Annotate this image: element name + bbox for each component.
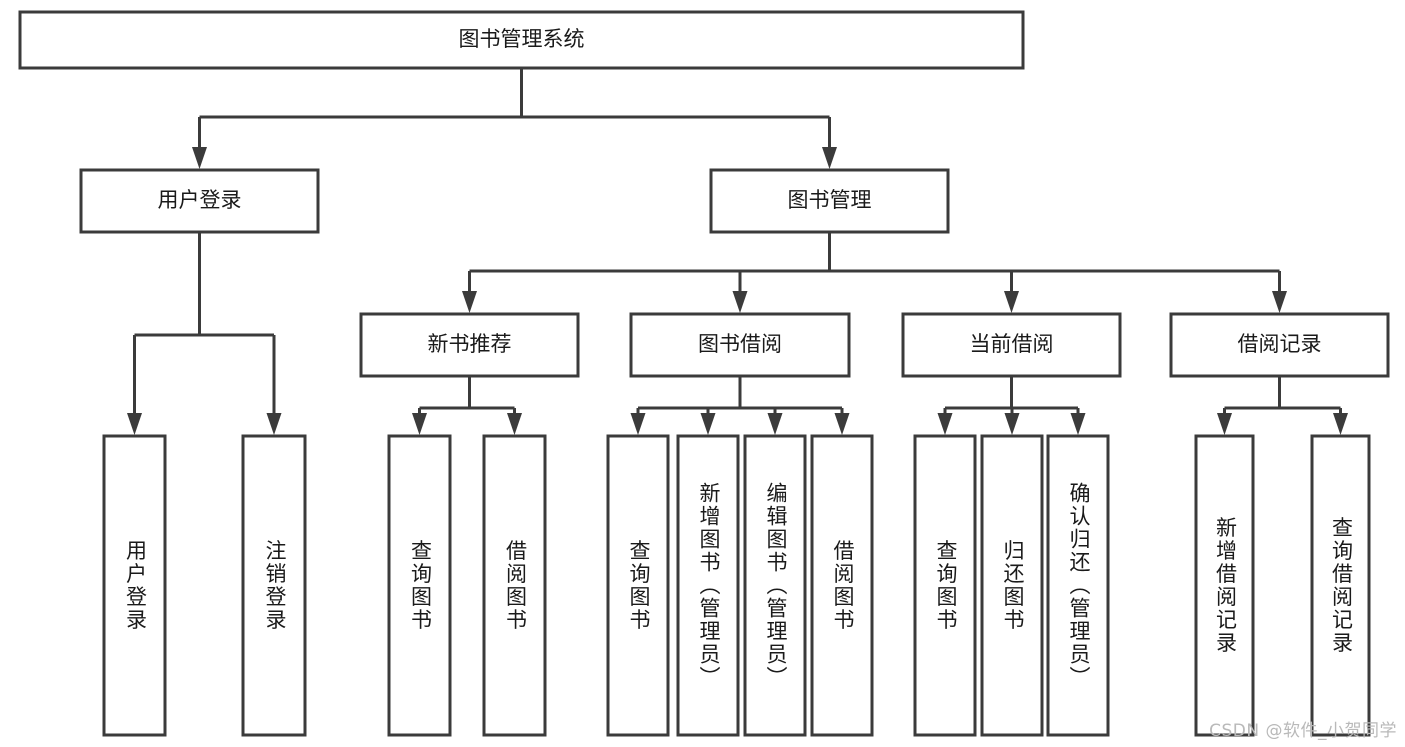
node-box[interactable]	[629, 312, 851, 378]
node-box[interactable]	[676, 434, 740, 737]
node-leaf-confirm-return[interactable]: 确认归还（管理员）	[1046, 434, 1110, 737]
connector-group-current_borrow	[937, 376, 1086, 435]
arrow-head-icon	[732, 291, 748, 313]
node-label: 借阅记录	[1238, 332, 1322, 356]
arrow-head-icon	[834, 413, 850, 435]
connector-group-root	[192, 68, 837, 169]
node-box[interactable]	[980, 434, 1044, 737]
node-leaf-query-book-2[interactable]: 查询图书	[606, 434, 670, 737]
node-box[interactable]	[241, 434, 307, 737]
node-label: 用户登录	[158, 188, 242, 212]
arrow-head-icon	[507, 413, 522, 435]
connector-group-borrow_record	[1217, 376, 1348, 435]
connectors-layer	[127, 68, 1348, 435]
node-box[interactable]	[79, 168, 320, 234]
node-book-borrow[interactable]: 图书借阅	[629, 312, 851, 378]
node-leaf-query-record[interactable]: 查询借阅记录	[1310, 434, 1371, 737]
node-label: 图书管理系统	[459, 27, 585, 51]
connector-group-new_book_rec	[412, 376, 522, 435]
arrow-head-icon	[1217, 413, 1232, 435]
arrow-head-icon	[412, 413, 427, 435]
node-box[interactable]	[387, 434, 452, 737]
node-leaf-query-book-3[interactable]: 查询图书	[913, 434, 977, 737]
node-leaf-add-book[interactable]: 新增图书（管理员）	[676, 434, 740, 737]
node-box[interactable]	[1169, 312, 1390, 378]
connector-group-user_login	[127, 232, 282, 435]
node-leaf-edit-book[interactable]: 编辑图书（管理员）	[743, 434, 807, 737]
arrow-head-icon	[266, 413, 282, 435]
node-user-login[interactable]: 用户登录	[79, 168, 320, 234]
node-box[interactable]	[1194, 434, 1255, 737]
node-leaf-logout[interactable]: 注销登录	[241, 434, 307, 737]
node-box[interactable]	[709, 168, 950, 234]
node-leaf-borrow-book-2[interactable]: 借阅图书	[810, 434, 874, 737]
node-box[interactable]	[606, 434, 670, 737]
node-box[interactable]	[359, 312, 580, 378]
node-box[interactable]	[810, 434, 874, 737]
node-label: 当前借阅	[970, 332, 1054, 356]
connector-group-book_borrow	[630, 376, 850, 435]
node-box[interactable]	[743, 434, 807, 737]
arrow-head-icon	[1004, 413, 1020, 435]
node-label: 查询借阅记录	[1330, 517, 1354, 655]
node-current-borrow[interactable]: 当前借阅	[901, 312, 1122, 378]
node-root[interactable]: 图书管理系统	[18, 10, 1025, 70]
node-label: 用户登录	[124, 540, 148, 632]
node-label: 编辑图书（管理员）	[764, 482, 788, 689]
arrow-head-icon	[822, 147, 837, 169]
node-leaf-return-book[interactable]: 归还图书	[980, 434, 1044, 737]
node-leaf-user-login[interactable]: 用户登录	[102, 434, 167, 737]
nodes-layer: 图书管理系统用户登录图书管理新书推荐图书借阅当前借阅借阅记录用户登录注销登录查询…	[18, 10, 1390, 737]
node-box[interactable]	[102, 434, 167, 737]
node-box[interactable]	[482, 434, 547, 737]
node-new-book-rec[interactable]: 新书推荐	[359, 312, 580, 378]
node-label: 图书借阅	[698, 332, 782, 356]
arrow-head-icon	[767, 413, 783, 435]
node-book-manage[interactable]: 图书管理	[709, 168, 950, 234]
node-box[interactable]	[901, 312, 1122, 378]
node-label: 新增借阅记录	[1214, 517, 1238, 655]
node-label: 查询图书	[627, 540, 651, 632]
arrow-head-icon	[1272, 291, 1287, 313]
connector-group-book_manage	[462, 232, 1287, 313]
arrow-head-icon	[937, 413, 953, 435]
node-label: 注销登录	[263, 540, 287, 632]
arrow-head-icon	[700, 413, 716, 435]
node-label: 图书管理	[788, 188, 872, 212]
node-label: 借阅图书	[831, 540, 855, 632]
node-leaf-query-book-1[interactable]: 查询图书	[387, 434, 452, 737]
node-label: 查询图书	[934, 540, 958, 632]
node-label: 查询图书	[409, 540, 433, 632]
arrow-head-icon	[127, 413, 142, 435]
arrow-head-icon	[1004, 291, 1019, 313]
node-label: 借阅图书	[504, 540, 528, 632]
node-box[interactable]	[1046, 434, 1110, 737]
node-leaf-add-record[interactable]: 新增借阅记录	[1194, 434, 1255, 737]
node-label: 确认归还（管理员）	[1067, 482, 1091, 689]
node-label: 归还图书	[1001, 540, 1025, 632]
node-label: 新书推荐	[428, 332, 512, 356]
node-box[interactable]	[18, 10, 1025, 70]
arrow-head-icon	[630, 413, 646, 435]
arrow-head-icon	[1333, 413, 1348, 435]
node-label: 新增图书（管理员）	[697, 482, 721, 689]
arrow-head-icon	[462, 291, 477, 313]
arrow-head-icon	[192, 147, 207, 169]
node-borrow-record[interactable]: 借阅记录	[1169, 312, 1390, 378]
arrow-head-icon	[1070, 413, 1086, 435]
node-leaf-borrow-book-1[interactable]: 借阅图书	[482, 434, 547, 737]
node-box[interactable]	[913, 434, 977, 737]
node-box[interactable]	[1310, 434, 1371, 737]
